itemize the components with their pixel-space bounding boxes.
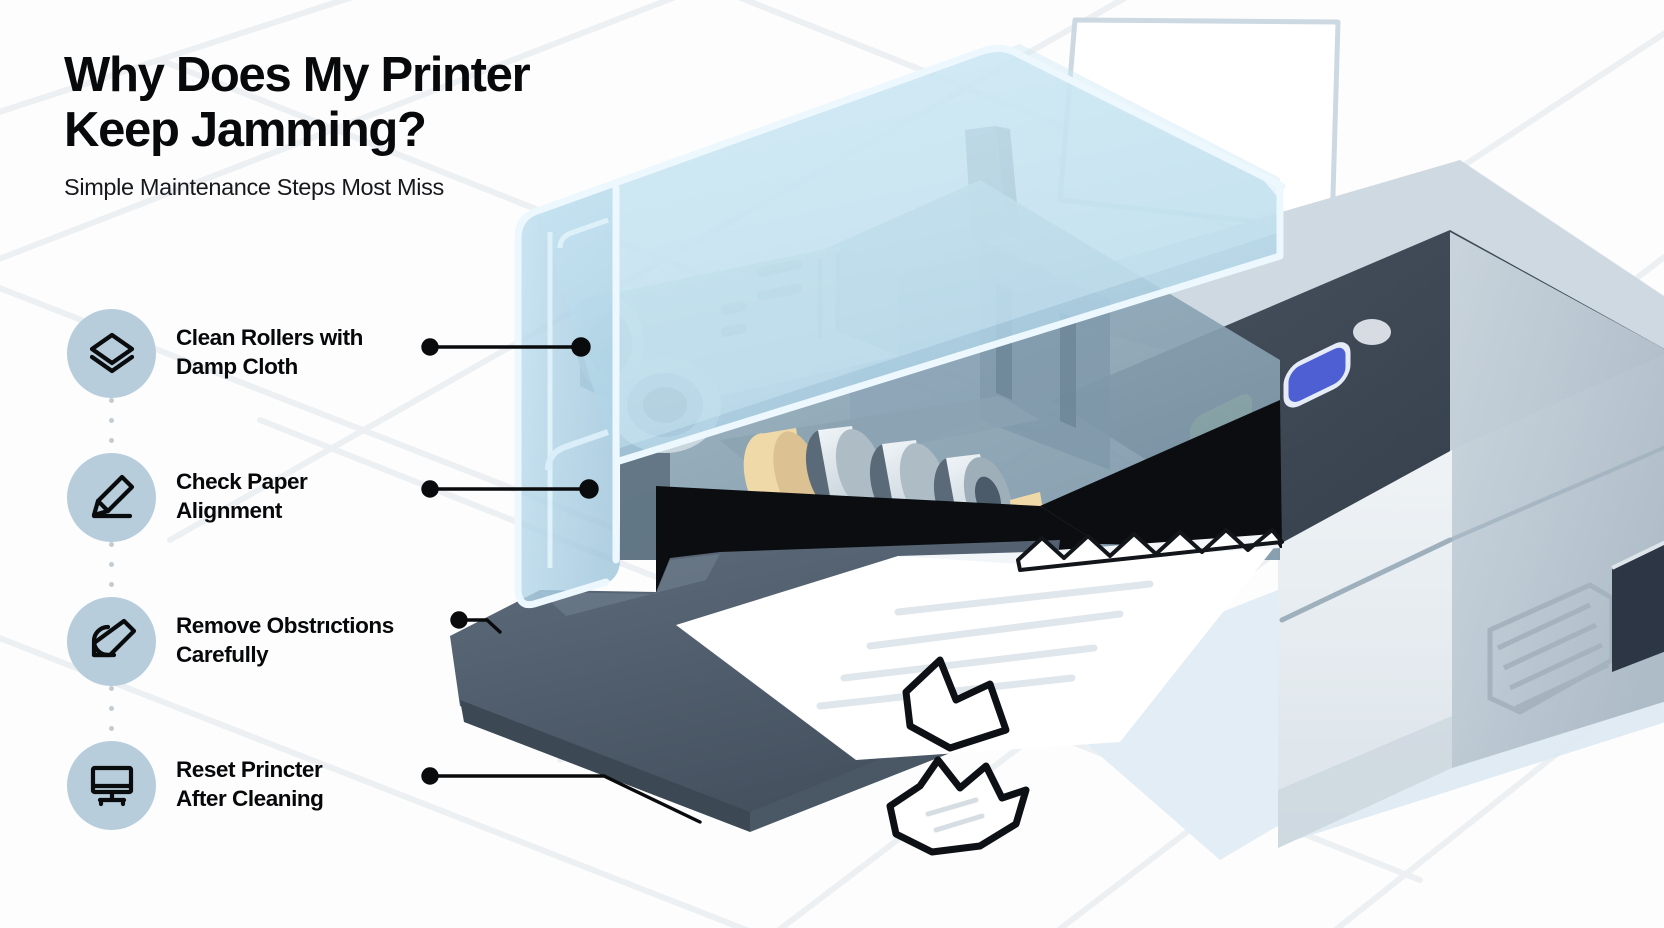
page-title: Why Does My Printer Keep Jamming? — [64, 48, 531, 157]
step-icon-circle-2 — [67, 452, 156, 542]
transparent-top-cover — [514, 44, 1286, 609]
steps-list: Clean Rollers with Damp Cloth Check Pape… — [67, 308, 467, 830]
scraper-tool-icon — [91, 618, 136, 658]
printer-device-icon — [90, 765, 133, 807]
step-item-remove-obstructions[interactable]: Remove Obstrıctions Carefully — [67, 596, 467, 686]
step-item-check-alignment[interactable]: Check Paper Alignment — [67, 452, 467, 542]
layers-stack-icon — [89, 332, 134, 374]
step-item-reset-printer[interactable]: Reset Princter After Cleaning — [67, 740, 467, 830]
printer-illustration — [450, 17, 1664, 860]
step-label-4: Reset Princter After Cleaning — [176, 757, 324, 811]
step-connector-2 — [109, 542, 114, 596]
pen-tool-icon — [91, 474, 134, 519]
jammed-paper-sheet — [676, 528, 1284, 760]
step-label-2: Check Paper Alignment — [176, 469, 308, 523]
led-indicator — [1353, 319, 1391, 345]
power-button — [1283, 342, 1351, 408]
step-connector-1 — [109, 398, 114, 452]
page-subtitle: Simple Maintenance Steps Most Miss — [64, 173, 444, 200]
headline-block: Why Does My Printer Keep Jamming? Simple… — [64, 48, 704, 201]
crumpled-paper — [886, 756, 1030, 856]
step-label-1: Clean Rollers with Damp Cloth — [176, 325, 363, 379]
step-icon-circle-3 — [67, 596, 156, 686]
step-icon-circle-4 — [67, 740, 156, 830]
step-item-clean-rollers[interactable]: Clean Rollers with Damp Cloth — [67, 308, 467, 398]
step-label-3: Remove Obstrıctions Carefully — [176, 613, 394, 667]
step-connector-3 — [109, 686, 114, 740]
step-icon-circle-1 — [67, 308, 156, 398]
